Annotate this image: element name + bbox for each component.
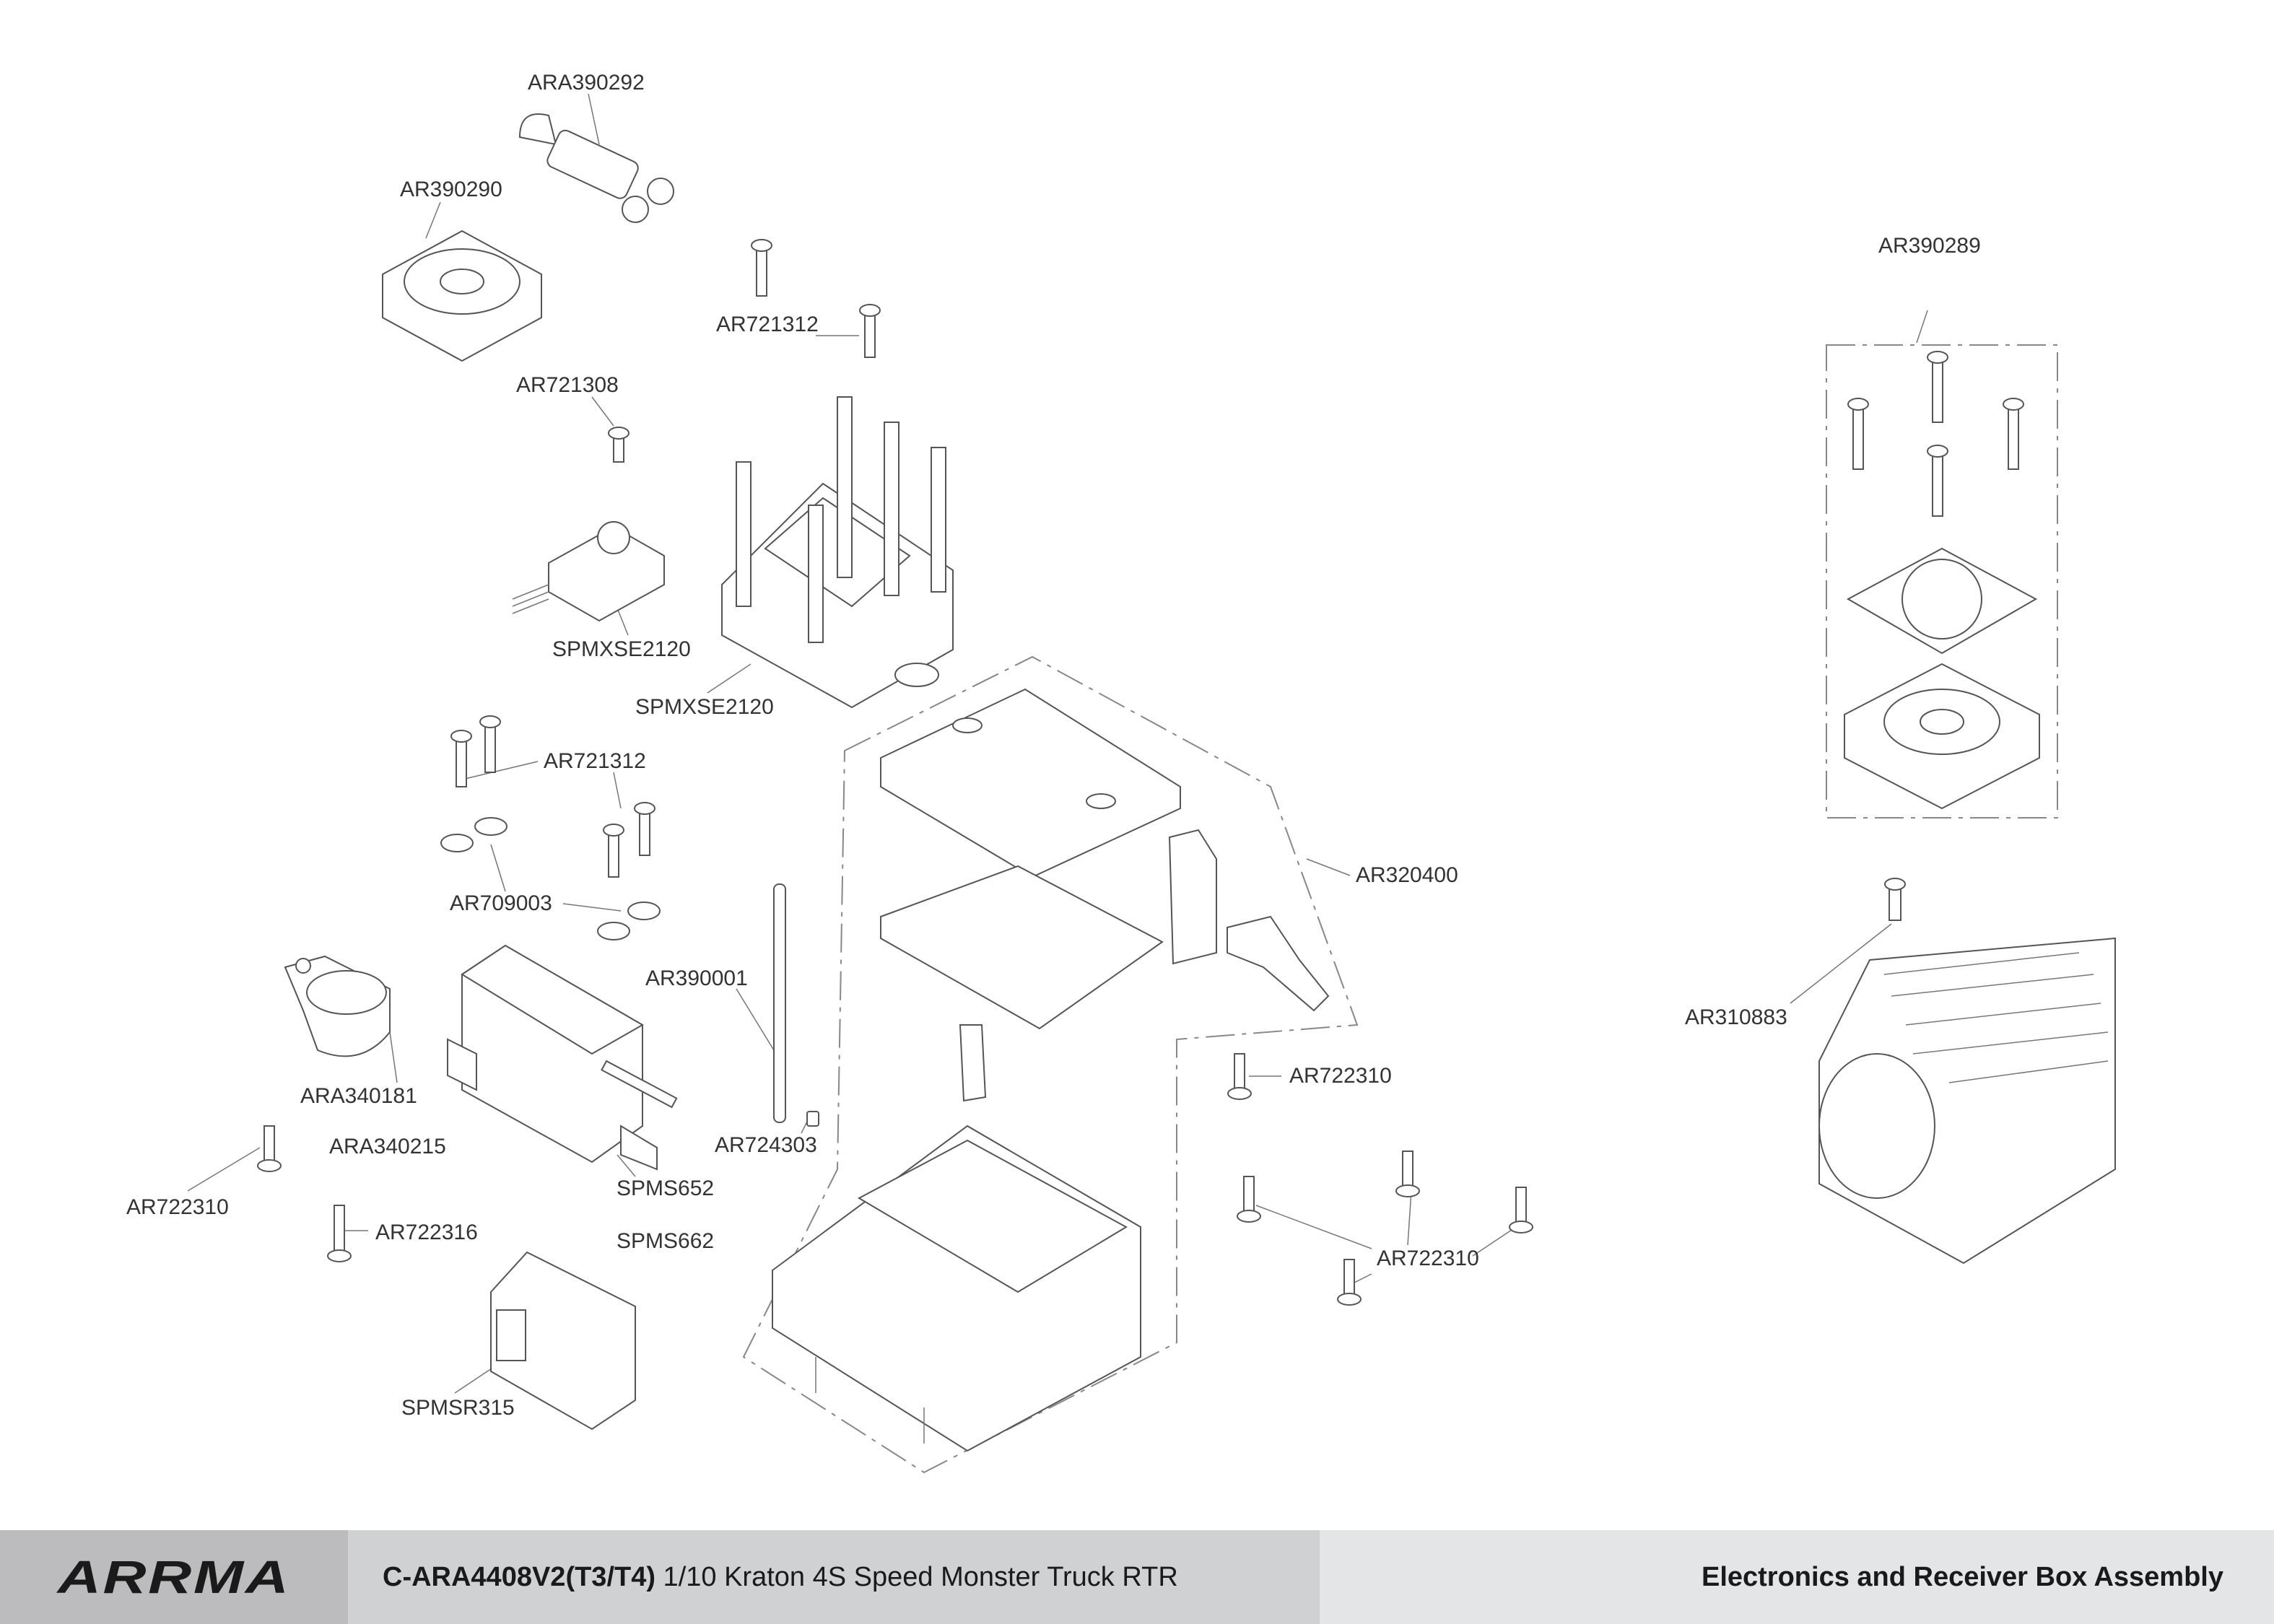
part-label: AR721308 [516, 373, 619, 397]
part-label: AR722316 [375, 1221, 478, 1244]
part-label: AR721312 [544, 749, 646, 773]
part-label: AR390001 [645, 966, 748, 990]
esc [721, 396, 954, 709]
footer-bar: ARRMA C-ARA4408V2(T3/T4) 1/10 Kraton 4S … [0, 1530, 2274, 1624]
part-label: AR722310 [126, 1195, 229, 1219]
motor-fan [1844, 663, 2040, 810]
screws [257, 239, 2024, 1306]
servo [447, 944, 678, 1171]
part-label: AR390290 [400, 178, 502, 201]
part-label: AR310883 [1685, 1005, 1787, 1029]
receiver-box-lid [880, 688, 1330, 1102]
part-label: SPMS662 [617, 1229, 715, 1253]
receiver-box [772, 1125, 1141, 1452]
part-label: AR320400 [1356, 863, 1458, 887]
part-label: AR724303 [715, 1133, 817, 1157]
brand-logo: ARRMA [0, 1530, 348, 1624]
exploded-diagram [187, 93, 2116, 1474]
brand-logo-text: ARRMA [57, 1551, 291, 1603]
part-label: AR722310 [1289, 1064, 1392, 1088]
fan-group-outline [1826, 344, 2058, 818]
part-label: AR722310 [1377, 1247, 1479, 1270]
part-label: ARA340215 [329, 1135, 446, 1158]
power-switch [512, 521, 665, 622]
motor-fan-guard [1846, 547, 2038, 655]
kit-name: 1/10 Kraton 4S Speed Monster Truck RTR [655, 1561, 1178, 1592]
ec5-connector [518, 113, 674, 223]
section-title-text: Electronics and Receiver Box Assembly [1701, 1561, 2223, 1592]
kit-code: C-ARA4408V2(T3/T4) [383, 1561, 655, 1592]
part-label: ARA340181 [300, 1084, 417, 1108]
part-label: ARA390292 [528, 71, 645, 95]
servo-saver [284, 955, 391, 1057]
part-label: AR721312 [716, 313, 819, 336]
antenna-tube [773, 883, 819, 1127]
receiver [490, 1251, 636, 1431]
esc-fan [382, 230, 542, 362]
part-label: AR709003 [450, 891, 552, 915]
part-label: SPMXSE2120 [635, 695, 774, 719]
section-title: Electronics and Receiver Box Assembly [1320, 1530, 2274, 1624]
motor-heatsink [1818, 878, 2116, 1265]
part-label: SPMSR315 [401, 1396, 515, 1420]
part-label: SPMXSE2120 [552, 637, 691, 661]
kit-title: C-ARA4408V2(T3/T4) 1/10 Kraton 4S Speed … [348, 1530, 1320, 1624]
part-label: SPMS652 [617, 1176, 715, 1200]
washers [440, 817, 661, 940]
part-label: AR390289 [1878, 234, 1981, 258]
